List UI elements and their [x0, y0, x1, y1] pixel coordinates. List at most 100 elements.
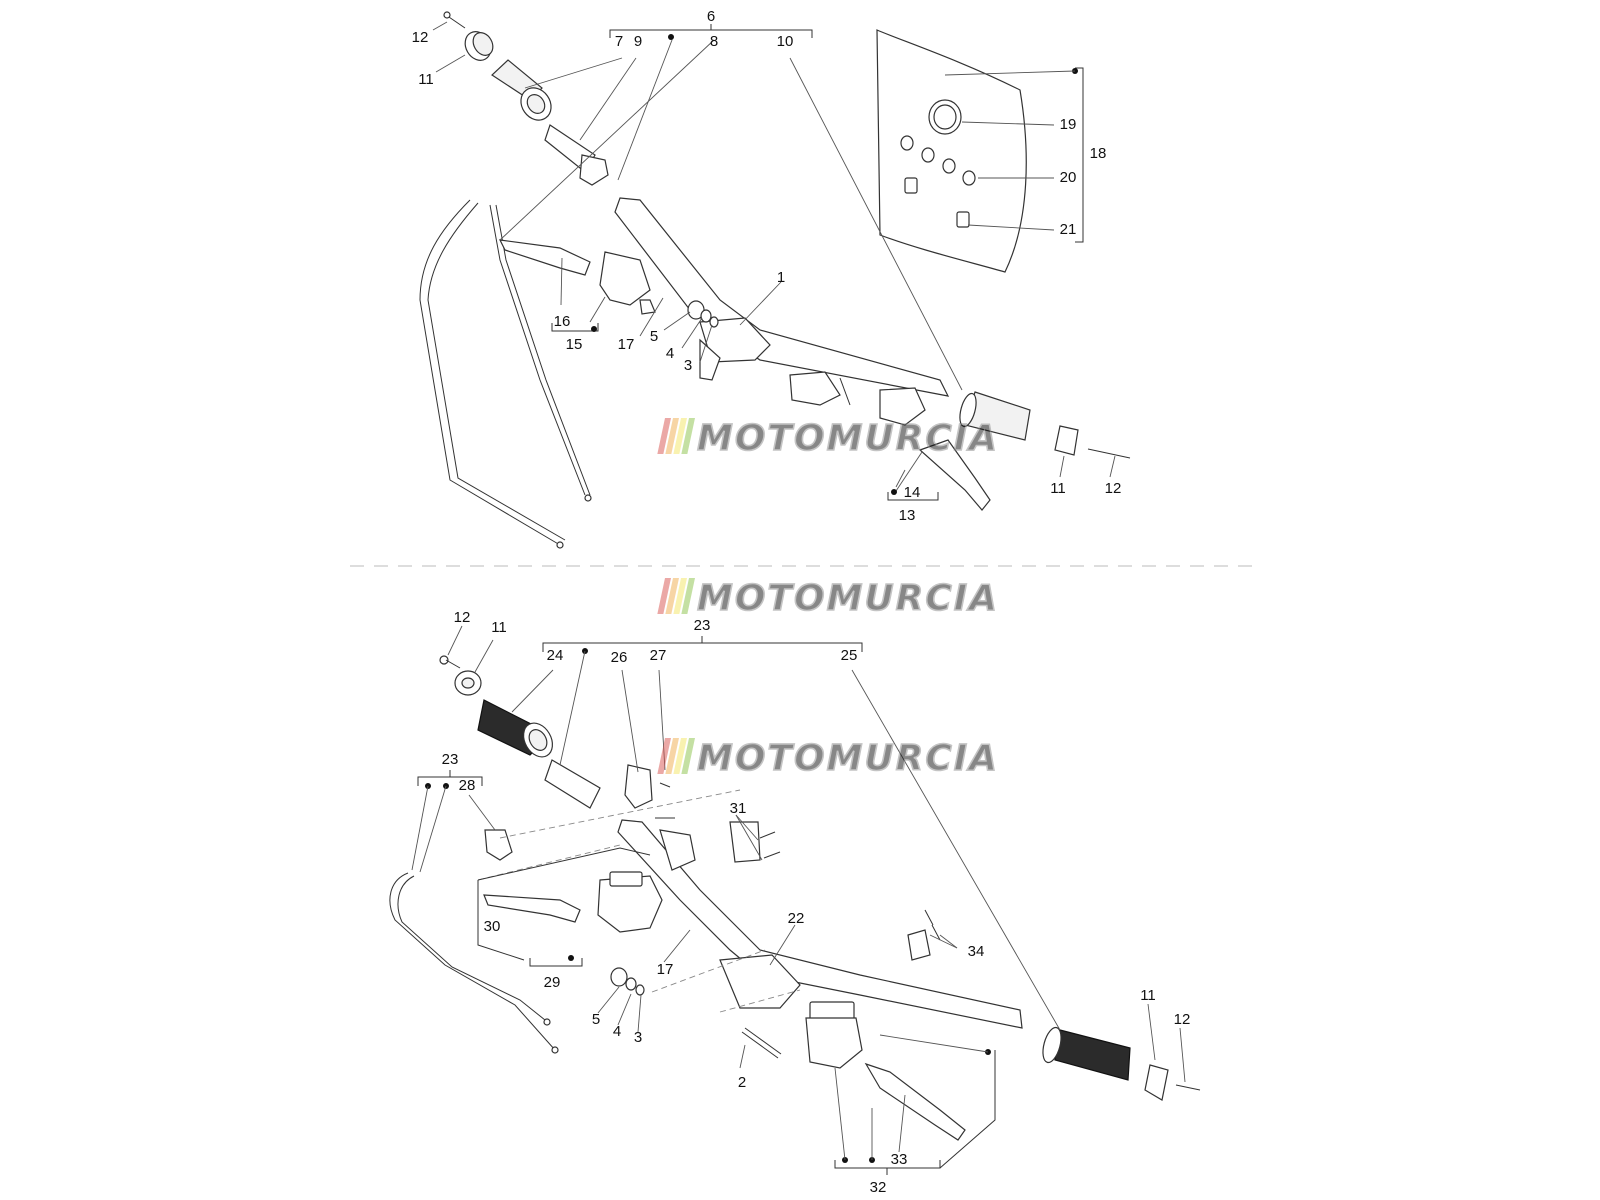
label-20: 20 [1060, 169, 1077, 186]
label-30: 30 [484, 918, 501, 935]
label-5-lower: 5 [592, 1011, 600, 1028]
watermark-text: MOTOMURCIA [697, 578, 999, 619]
cable-housing [484, 829, 513, 861]
label-4-lower: 4 [613, 1023, 621, 1040]
bracket-13 [887, 492, 939, 501]
bracket-32 [834, 1050, 996, 1175]
washers-upper [687, 300, 719, 328]
dot-13 [891, 489, 897, 495]
grip-left [491, 59, 552, 121]
bracket-23-top [542, 636, 863, 652]
switch-panel [876, 29, 1027, 273]
label-16: 16 [554, 313, 571, 330]
watermark-stripe [673, 418, 687, 454]
watermark-stripe [657, 418, 671, 454]
label-28: 28 [459, 777, 476, 794]
label-1: 1 [777, 269, 785, 286]
watermark-text: MOTOMURCIA [697, 738, 999, 779]
bracket-15 [551, 323, 599, 332]
label-11-right-lower: 11 [1140, 987, 1156, 1004]
label-13: 13 [899, 507, 916, 524]
labels-lower: 23 12 11 24 26 27 25 23 28 31 22 34 30 2… [442, 609, 1191, 1196]
label-11-left: 11 [418, 71, 434, 88]
label-12-right-lower: 12 [1174, 1011, 1191, 1028]
brake-lever-right-upper [918, 439, 991, 511]
label-7: 7 [615, 33, 623, 50]
washers-lower [610, 967, 645, 996]
watermark-2: MOTOMURCIA [657, 577, 999, 620]
label-31: 31 [730, 800, 747, 817]
label-15: 15 [566, 336, 583, 353]
watermark-stripe [665, 418, 679, 454]
label-5: 5 [650, 328, 658, 345]
label-23-left: 23 [442, 751, 459, 768]
label-27: 27 [650, 647, 667, 664]
label-34: 34 [968, 943, 985, 960]
label-2: 2 [738, 1074, 746, 1091]
switch-housing-right-upper [789, 371, 926, 426]
label-12-left: 12 [412, 29, 429, 46]
handlebar-upper [614, 197, 950, 397]
dot-15 [591, 326, 597, 332]
label-24: 24 [547, 647, 564, 664]
throttle-tube [544, 124, 609, 186]
label-22: 22 [788, 910, 805, 927]
handlebar-lower [617, 819, 1023, 1029]
bar-end-weight-left-lower [439, 655, 482, 696]
grip-left-lower [477, 699, 554, 758]
leaders-upper [432, 21, 1116, 492]
label-32: 32 [870, 1179, 887, 1196]
lower-assembly: 23 12 11 24 26 27 25 23 28 31 22 34 30 2… [389, 609, 1201, 1196]
watermark-stripe [681, 418, 695, 454]
label-33: 33 [891, 1151, 908, 1168]
grip-right-upper [959, 391, 1131, 459]
cables-upper [419, 199, 592, 549]
bracket-18 [1075, 67, 1084, 243]
label-26: 26 [611, 649, 628, 666]
label-21: 21 [1060, 221, 1077, 238]
label-23-top: 23 [694, 617, 711, 634]
watermark-stripe [665, 578, 679, 614]
brake-lever-left-lower [483, 871, 663, 933]
watermark-stripe [665, 738, 679, 774]
label-14: 14 [904, 484, 921, 501]
watermark-stripe [681, 738, 695, 774]
grip-right-lower [1042, 1026, 1201, 1101]
label-17: 17 [618, 336, 635, 353]
label-25: 25 [841, 647, 858, 664]
watermark-stripe [657, 738, 671, 774]
label-29: 29 [544, 974, 561, 991]
bracket-23-left [417, 770, 483, 786]
bracket-6 [609, 24, 813, 38]
watermark-stripe [681, 578, 695, 614]
brake-lever-left-upper [498, 239, 656, 315]
dot-29 [568, 955, 574, 961]
watermark-stripe [673, 738, 687, 774]
label-11-right: 11 [1050, 480, 1066, 497]
label-12-left-lower: 12 [454, 609, 471, 626]
labels-upper: 6 7 9 8 10 12 11 1 19 18 20 21 16 15 17 … [412, 8, 1122, 524]
watermark-text: MOTOMURCIA [697, 418, 999, 459]
cables-lower [389, 872, 559, 1054]
label-6: 6 [707, 8, 715, 25]
bar-end-weight-left [443, 11, 494, 61]
leaders-lower [411, 625, 1186, 1161]
label-4: 4 [666, 345, 674, 362]
label-10: 10 [777, 33, 794, 50]
label-3-lower: 3 [634, 1029, 642, 1046]
label-18: 18 [1090, 145, 1107, 162]
label-19: 19 [1060, 116, 1077, 133]
clamps [759, 831, 941, 961]
label-9: 9 [634, 33, 642, 50]
label-11-left-lower: 11 [491, 619, 507, 636]
dot-8 [668, 34, 674, 40]
label-3: 3 [684, 357, 692, 374]
label-8: 8 [710, 33, 718, 50]
label-12-right: 12 [1105, 480, 1122, 497]
master-cylinder-right [741, 1001, 966, 1141]
watermark-3: MOTOMURCIA [657, 737, 999, 780]
throttle-tube-lower [544, 759, 675, 819]
watermark-stripe [673, 578, 687, 614]
watermark-stripe [657, 578, 671, 614]
outline-30 [477, 847, 651, 961]
